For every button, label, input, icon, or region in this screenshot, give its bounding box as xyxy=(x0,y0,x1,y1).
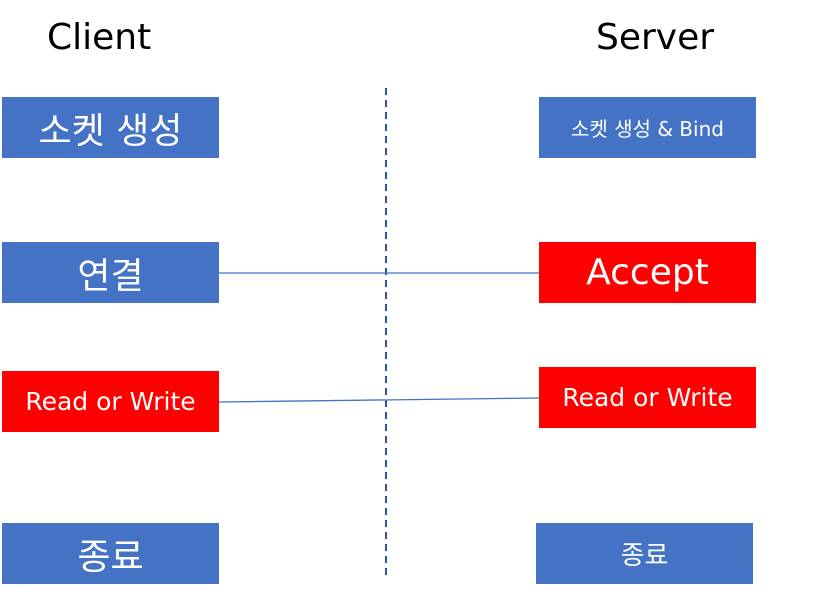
client-step-create-socket: 소켓 생성 xyxy=(2,97,219,158)
server-step-label: Read or Write xyxy=(562,383,733,412)
server-step-label: Accept xyxy=(586,252,709,293)
server-step-close: 종료 xyxy=(536,523,753,584)
server-step-accept: Accept xyxy=(539,242,756,303)
client-step-label: Read or Write xyxy=(25,387,196,416)
server-column-title: Server xyxy=(596,17,715,58)
client-step-close: 종료 xyxy=(2,523,219,584)
server-step-read-write: Read or Write xyxy=(539,367,756,428)
client-column-title: Client xyxy=(47,17,152,58)
client-step-label: 종료 xyxy=(77,536,144,578)
server-step-label: 종료 xyxy=(620,541,669,571)
read-write-connector xyxy=(218,397,540,403)
server-step-label: 소켓 생성 & Bind xyxy=(571,117,724,141)
client-step-label: 소켓 생성 xyxy=(38,110,183,152)
server-step-create-bind: 소켓 생성 & Bind xyxy=(539,97,756,158)
client-step-connect: 연결 xyxy=(2,242,219,303)
client-step-label: 연결 xyxy=(77,255,144,297)
client-step-read-write: Read or Write xyxy=(2,371,219,432)
